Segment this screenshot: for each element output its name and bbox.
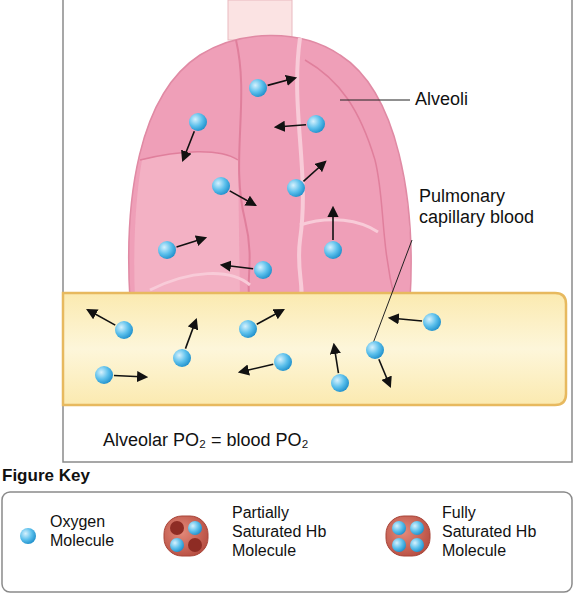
oxygen-circle [158,241,176,259]
oxygen-molecule [158,238,205,259]
leader-line [340,100,410,101]
oxygen-circle [173,349,191,367]
oxygen-circle [324,241,342,259]
oxygen-molecule [95,366,146,384]
oxygen-circle [249,79,267,97]
legend-text: Oxygen Molecule [50,512,135,550]
capillary-band [63,293,566,405]
figure-frame [63,0,572,462]
airway-tube [228,0,292,40]
alveolus-wall [297,38,303,300]
legend-text: Partially Saturated Hb Molecule [232,503,332,561]
motion-arrow [240,364,273,372]
oxygen-circle [254,261,272,279]
oxygen-molecule [88,310,133,339]
alveolus-wall [140,152,238,160]
oxygen-molecule [331,345,349,392]
legend-box [2,492,572,592]
oxygen-molecules [88,78,441,392]
alveoli-sac [129,35,411,300]
motion-arrow [183,131,194,160]
alveolus-wall [305,60,395,300]
oxygen-molecule [212,177,255,205]
legend-text: Fully Saturated Hb Molecule [442,503,542,561]
oxygen-circle [287,179,305,197]
oxygen-molecule [287,162,325,197]
alveolus-wall [150,274,250,290]
oxygen-molecule [173,320,196,367]
oxygen-molecule [239,310,283,338]
oxygen-circle [212,177,230,195]
oxygen-circle [239,320,257,338]
oxygen-circle [274,353,292,371]
oxygen-molecule [366,341,390,386]
oxygen-molecule [240,353,292,372]
oxygen-molecule [390,313,441,331]
legend-heading: Figure Key [2,466,202,486]
motion-arrow [230,191,255,205]
leader-line [372,240,412,346]
motion-arrow [332,208,334,240]
oxygen-symbol [20,528,36,544]
oxygen-molecule [324,208,342,259]
oxygen-circle [331,374,349,392]
oxygen-circle [366,341,384,359]
motion-arrow [303,162,325,181]
alveolus-wall [236,40,250,300]
motion-arrow [276,125,306,127]
oxygen-circle [423,313,441,331]
motion-arrow [114,375,146,377]
full-hb-symbol [386,516,430,556]
motion-arrow [390,318,422,321]
equation-label: Alveolar PO₂ = blood PO₂ [103,430,423,451]
oxygen-molecule [276,115,325,133]
part-label: Alveoli [415,89,535,110]
oxygen-circle [95,366,113,384]
motion-arrow [257,310,283,324]
motion-arrow [268,78,295,85]
oxygen-molecule [183,113,207,160]
motion-arrow [222,265,253,269]
oxygen-circle [307,115,325,133]
oxygen-molecule [249,78,295,97]
motion-arrow [177,238,205,247]
oxygen-circle [115,321,133,339]
motion-arrow [185,320,196,349]
motion-arrow [379,359,390,386]
part-label: Pulmonary capillary blood [419,186,559,227]
motion-arrow [334,345,338,373]
alveolus-wall [300,220,378,232]
partial-hb-symbol [164,516,208,556]
oxygen-molecule [222,261,272,279]
oxygen-circle [189,113,207,131]
motion-arrow [88,310,115,325]
